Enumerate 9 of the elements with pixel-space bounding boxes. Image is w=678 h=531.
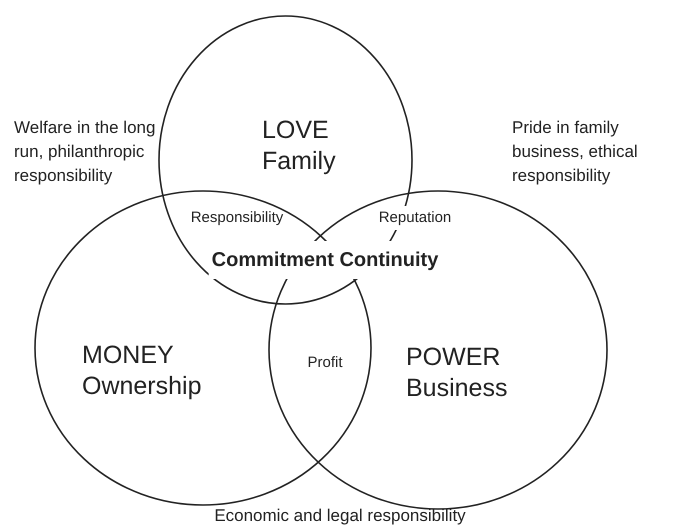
overlap-label: Responsibility — [190, 208, 284, 228]
circle-title: MONEY Ownership — [82, 340, 202, 402]
annotation-text: Pride in family business, ethical responsibility — [512, 117, 639, 187]
circle-title: POWER Business — [406, 342, 508, 404]
caption-text: Economic and legal responsibility — [213, 505, 467, 527]
center-label: Commitment Continuity — [208, 241, 442, 279]
annotation-text: Welfare in the long run, philanthropic responsibility — [14, 117, 156, 187]
circle-title: LOVE Family — [262, 115, 337, 177]
overlap-label: Profit — [306, 353, 344, 373]
